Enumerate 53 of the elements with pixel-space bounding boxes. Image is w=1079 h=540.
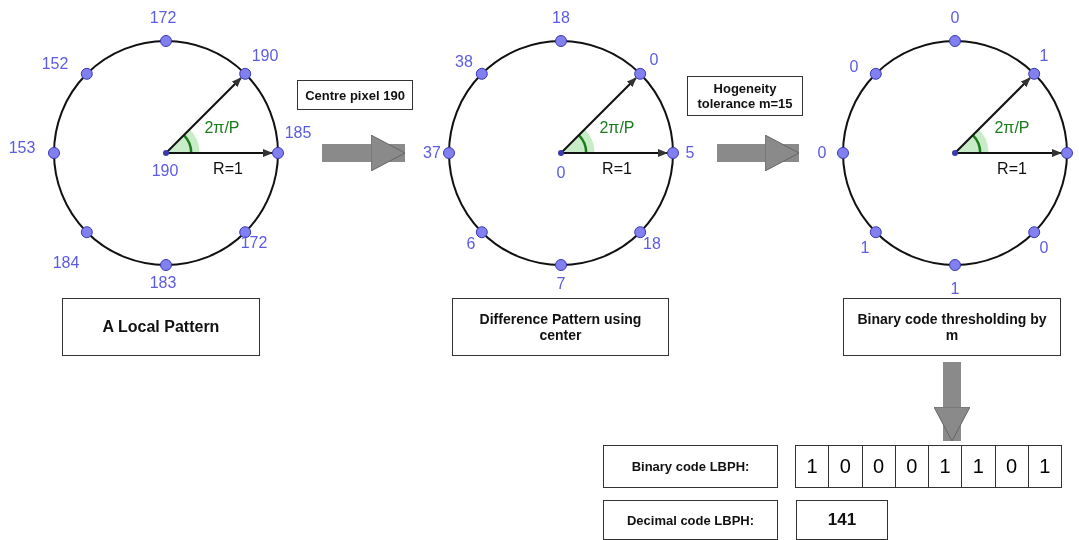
pixel-value: 6 <box>466 236 476 252</box>
binary-digit: 0 <box>861 445 896 488</box>
block-arrow <box>717 134 800 172</box>
text-box: Binary code LBPH: <box>603 445 778 488</box>
text-box: Centre pixel 190 <box>297 80 413 110</box>
text-box: 141 <box>796 500 888 540</box>
binary-digit: 1 <box>795 445 830 488</box>
pixel-value: 38 <box>455 54 473 70</box>
radius-label: R=1 <box>997 161 1027 177</box>
block-arrow <box>933 362 971 442</box>
pixel-value: 190 <box>151 163 179 179</box>
pixel-value: 184 <box>52 255 80 271</box>
pixel-value: 153 <box>8 140 36 156</box>
binary-digit: 1 <box>961 445 996 488</box>
text-box: Difference Pattern using center <box>452 298 669 356</box>
pixel-value: 18 <box>552 10 570 26</box>
binary-digit: 1 <box>928 445 963 488</box>
pixel-value: 0 <box>1039 240 1049 256</box>
pixel-value: 172 <box>149 10 177 26</box>
angle-label: 2π/P <box>204 120 240 136</box>
pixel-value: 190 <box>251 48 279 64</box>
binary-digit: 0 <box>894 445 929 488</box>
text-box: A Local Pattern <box>62 298 260 356</box>
pixel-value: 185 <box>284 125 312 141</box>
text-box: Hogeneity tolerance m=15 <box>687 76 803 116</box>
radius-label: R=1 <box>602 161 632 177</box>
pixel-value: 0 <box>649 52 659 68</box>
pixel-value: 183 <box>149 275 177 291</box>
binary-digit: 0 <box>994 445 1029 488</box>
pixel-value: 0 <box>849 59 859 75</box>
binary-digit: 1 <box>1027 445 1062 488</box>
pixel-value: 1 <box>950 281 960 297</box>
circular-neighbourhood-drawing <box>441 33 681 273</box>
binary-digit: 0 <box>828 445 863 488</box>
pixel-value: 0 <box>950 10 960 26</box>
radius-label: R=1 <box>213 161 243 177</box>
pixel-value: 0 <box>556 165 566 181</box>
binary-code-strip <box>796 445 1062 488</box>
pixel-value: 152 <box>41 56 69 72</box>
circular-neighbourhood-drawing <box>835 33 1075 273</box>
pixel-value: 37 <box>423 145 441 161</box>
pixel-value: 18 <box>643 236 661 252</box>
block-arrow <box>322 134 406 172</box>
angle-label: 2π/P <box>994 120 1030 136</box>
pixel-value: 7 <box>556 276 566 292</box>
pixel-value: 1 <box>1039 48 1049 64</box>
text-box: Binary code thresholding by m <box>843 298 1061 356</box>
pixel-value: 5 <box>685 145 695 161</box>
text-box: Decimal code LBPH: <box>603 500 778 540</box>
pixel-value: 0 <box>817 145 827 161</box>
angle-label: 2π/P <box>599 120 635 136</box>
pixel-value: 1 <box>860 240 870 256</box>
pixel-value: 172 <box>240 235 268 251</box>
